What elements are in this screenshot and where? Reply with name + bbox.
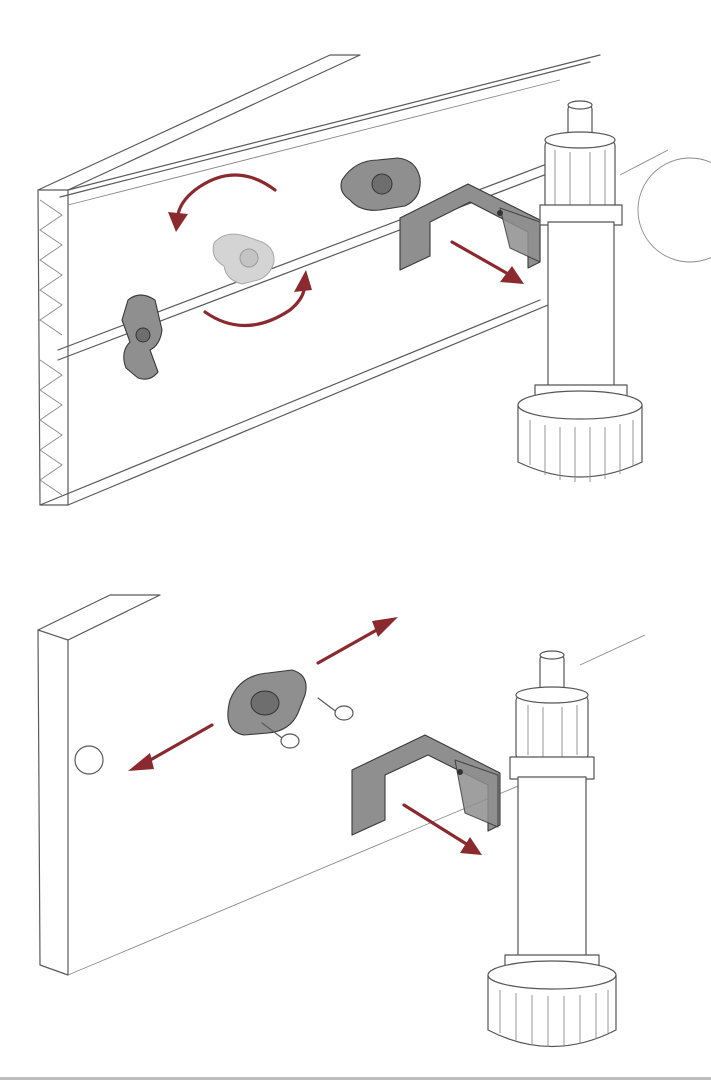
clip-rotating-ghost	[212, 233, 275, 285]
step-panel-bottom	[0, 535, 711, 1080]
adjustable-leg	[517, 100, 643, 482]
rotate-arrow-icon	[168, 173, 312, 328]
plinth-panel-illustration	[37, 54, 711, 506]
step-panel-top	[0, 0, 711, 535]
detail-circle	[637, 157, 711, 263]
u-bracket	[351, 734, 501, 836]
direction-arrow-icon	[450, 240, 524, 284]
adjustable-leg	[487, 650, 617, 1048]
screw-right	[317, 697, 354, 721]
clip-right	[340, 157, 421, 211]
clip-left	[121, 294, 163, 380]
u-bracket	[399, 183, 541, 271]
mounting-clip	[227, 669, 307, 736]
screw-left	[261, 722, 300, 749]
bottom-divider	[0, 1077, 711, 1080]
direction-arrow-icon	[128, 617, 482, 855]
board-illustration	[37, 594, 646, 1048]
